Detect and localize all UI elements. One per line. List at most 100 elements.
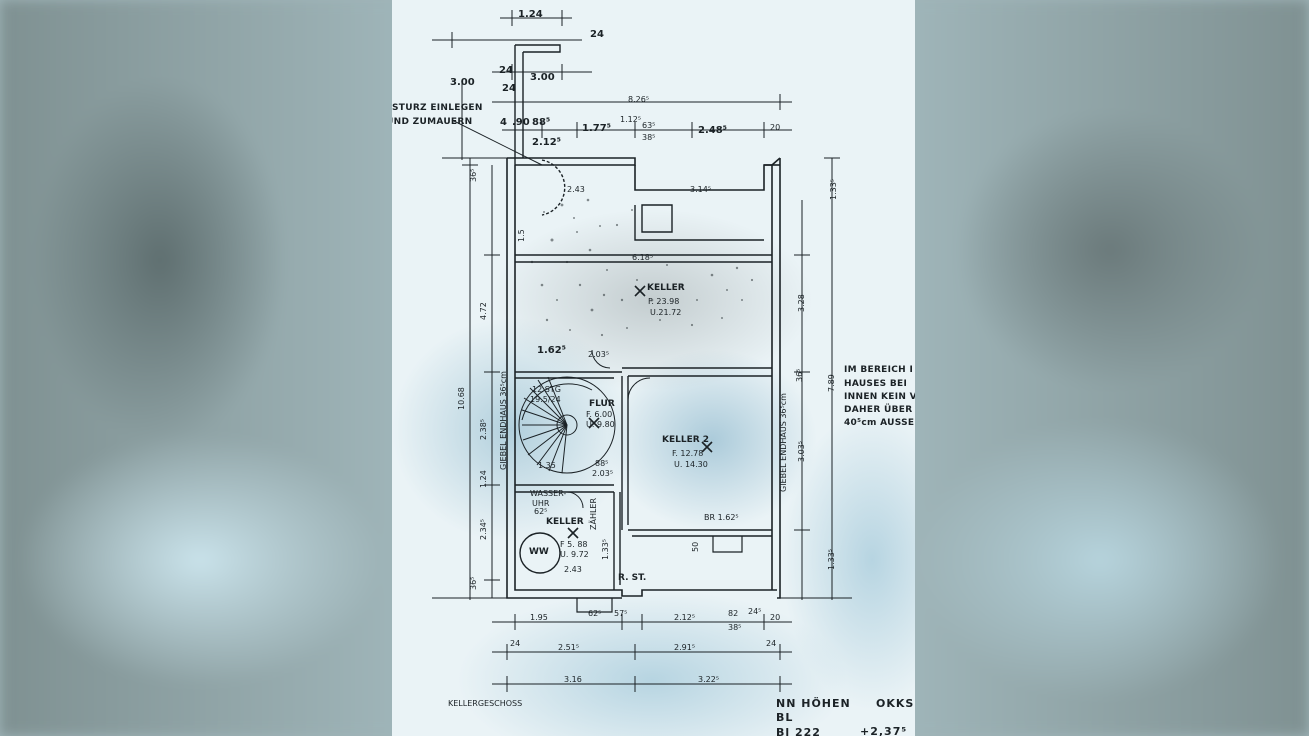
dim-label: 1.12⁵ bbox=[620, 115, 642, 124]
dimension-lines-left bbox=[432, 158, 515, 600]
floor-plan-sheet: 27 1.24 24 24 3.00 24 3.00 8.26⁵ 4 .90 8… bbox=[392, 0, 915, 736]
room-name: FLUR bbox=[589, 399, 615, 409]
dim-label: 1.33⁵ bbox=[601, 538, 610, 560]
drawing-title: KELLERGESCHOSS bbox=[448, 699, 523, 708]
height-header: NN HÖHEN bbox=[776, 697, 851, 710]
dim-label: 24 bbox=[499, 65, 513, 76]
note-line: INNEN KEIN V bbox=[844, 392, 915, 402]
dim-label: 24 bbox=[510, 639, 521, 648]
dim-label: 1.62⁵ bbox=[537, 345, 567, 356]
room-name: KELLER bbox=[647, 283, 685, 293]
dim-label-vertical: 4.72 bbox=[479, 302, 488, 320]
interior-walls bbox=[515, 204, 772, 590]
dim-label-vertical: 36⁵ bbox=[469, 576, 478, 590]
label-wasseruhr: UHR bbox=[532, 499, 550, 508]
dim-label: 1.95 bbox=[530, 613, 548, 622]
note-leader bbox=[451, 119, 543, 166]
label-wasseruhr: WASSER- bbox=[530, 489, 567, 498]
label-stairs: 12 STG bbox=[532, 385, 561, 394]
dimension-lines-top bbox=[432, 10, 792, 160]
dim-label: 20 bbox=[770, 613, 781, 622]
dim-label: 3.22⁵ bbox=[698, 675, 720, 684]
note-line: DAHER ÜBER bbox=[844, 405, 913, 415]
height-value: +2,37⁵ bbox=[860, 725, 908, 736]
dim-label: 2.03⁵ bbox=[592, 469, 614, 478]
dim-label: 38⁵ bbox=[642, 133, 656, 142]
label-br: BR 1.62⁵ bbox=[704, 513, 739, 522]
note-line: STURZ EINLEGEN bbox=[392, 103, 483, 113]
height-label: Bl 222 bbox=[776, 726, 821, 736]
room-perimeter: U. 9.80 bbox=[586, 420, 615, 429]
room-perimeter: U.21.72 bbox=[650, 308, 682, 317]
dim-label-vertical: 1.5 bbox=[517, 229, 526, 242]
dim-label: .90 bbox=[512, 117, 530, 128]
dim-label-vertical: 1.33⁵ bbox=[827, 548, 836, 570]
dim-label-vertical: 36⁵ bbox=[795, 368, 804, 382]
label-rst: R. ST. bbox=[618, 573, 647, 583]
dimension-lines-right bbox=[780, 157, 852, 600]
dim-label: 3.16 bbox=[564, 675, 582, 684]
dim-label: 88⁵ bbox=[532, 117, 551, 128]
dim-label: 2.48⁵ bbox=[698, 125, 728, 136]
dim-label: 62⁵ bbox=[534, 507, 548, 516]
room-area: F. 23.98 bbox=[648, 297, 680, 306]
dim-label: 8.26⁵ bbox=[628, 95, 650, 104]
boiler-circle bbox=[519, 532, 561, 574]
dim-label: 24 bbox=[766, 639, 777, 648]
label-giebel-left: GIEBEL ENDHAUS 36⁵cm bbox=[499, 371, 508, 470]
dim-label: 2.12⁵ bbox=[674, 613, 696, 622]
note-line: 40⁵cm AUSSE bbox=[844, 418, 915, 428]
dim-label-vertical: 10.68 bbox=[457, 387, 466, 410]
room-area: F. 6.00 bbox=[586, 410, 613, 419]
dim-label: 57⁵ bbox=[614, 609, 628, 618]
dim-label-vertical: 2.34⁵ bbox=[479, 518, 488, 540]
label-stairs: 19.5/24 bbox=[530, 395, 561, 404]
door-swings bbox=[566, 349, 651, 509]
dim-label: 38⁵ bbox=[728, 623, 742, 632]
page-marker: 27 bbox=[882, 0, 892, 2]
dim-label: 1.24 bbox=[518, 9, 543, 20]
dim-label: 62⁵ bbox=[588, 609, 602, 618]
floor-plan-drawing bbox=[432, 10, 852, 692]
dim-label: 2.03⁵ bbox=[588, 350, 610, 359]
spiral-staircase bbox=[518, 376, 616, 474]
note-line: UND ZUMAUERN bbox=[392, 117, 473, 127]
label-giebel-right: GIEBEL ENDHAUS 36⁵cm bbox=[779, 393, 788, 492]
dim-label: 20 bbox=[770, 123, 781, 132]
height-header: OKKS bbox=[876, 697, 915, 710]
dim-label: 88⁵ bbox=[595, 459, 609, 468]
dim-label: 1.35 bbox=[538, 461, 556, 470]
dim-label: 2.51⁵ bbox=[558, 643, 580, 652]
height-label: BL bbox=[776, 711, 794, 724]
dim-label-vertical: 3.00 bbox=[450, 77, 475, 88]
dim-label-vertical: 36⁵ bbox=[469, 168, 478, 182]
room-name: KELLER bbox=[546, 517, 584, 527]
room-markers bbox=[567, 285, 713, 539]
dim-label: 63⁵ bbox=[642, 121, 656, 130]
dim-label-vertical: 7.89 bbox=[827, 374, 836, 392]
chimney bbox=[514, 44, 566, 216]
dim-label-vertical: 1.24 bbox=[479, 470, 488, 488]
dim-label: 82 bbox=[728, 609, 739, 618]
room-area: F. 12.78 bbox=[672, 449, 704, 458]
dim-label: 24⁵ bbox=[748, 607, 762, 616]
room-perimeter: U. 9.72 bbox=[560, 550, 589, 559]
dim-label: 2.43 bbox=[564, 565, 582, 574]
dim-label-vertical: 2.38⁵ bbox=[479, 418, 488, 440]
dim-label: 2.12⁵ bbox=[532, 137, 562, 148]
dim-label-vertical: 1.33⁵ bbox=[829, 178, 838, 200]
dim-label: 24 bbox=[590, 29, 604, 40]
room-name: KELLER 2 bbox=[662, 435, 710, 445]
dimension-lines-bottom bbox=[492, 614, 792, 692]
dim-label: 3.14⁵ bbox=[690, 185, 712, 194]
dim-label: 24 bbox=[502, 83, 516, 94]
label-zaehler: ZÄHLER bbox=[589, 497, 598, 530]
room-area: F 5. 88 bbox=[560, 540, 588, 549]
entry-steps bbox=[576, 536, 743, 613]
note-line: IM BEREICH I bbox=[844, 365, 914, 375]
dim-label: 4 bbox=[500, 117, 507, 128]
dim-label: 3.00 bbox=[530, 72, 555, 83]
room-perimeter: U. 14.30 bbox=[674, 460, 708, 469]
dim-label: 6.18⁵ bbox=[632, 253, 654, 262]
label-ww: WW bbox=[529, 547, 549, 557]
